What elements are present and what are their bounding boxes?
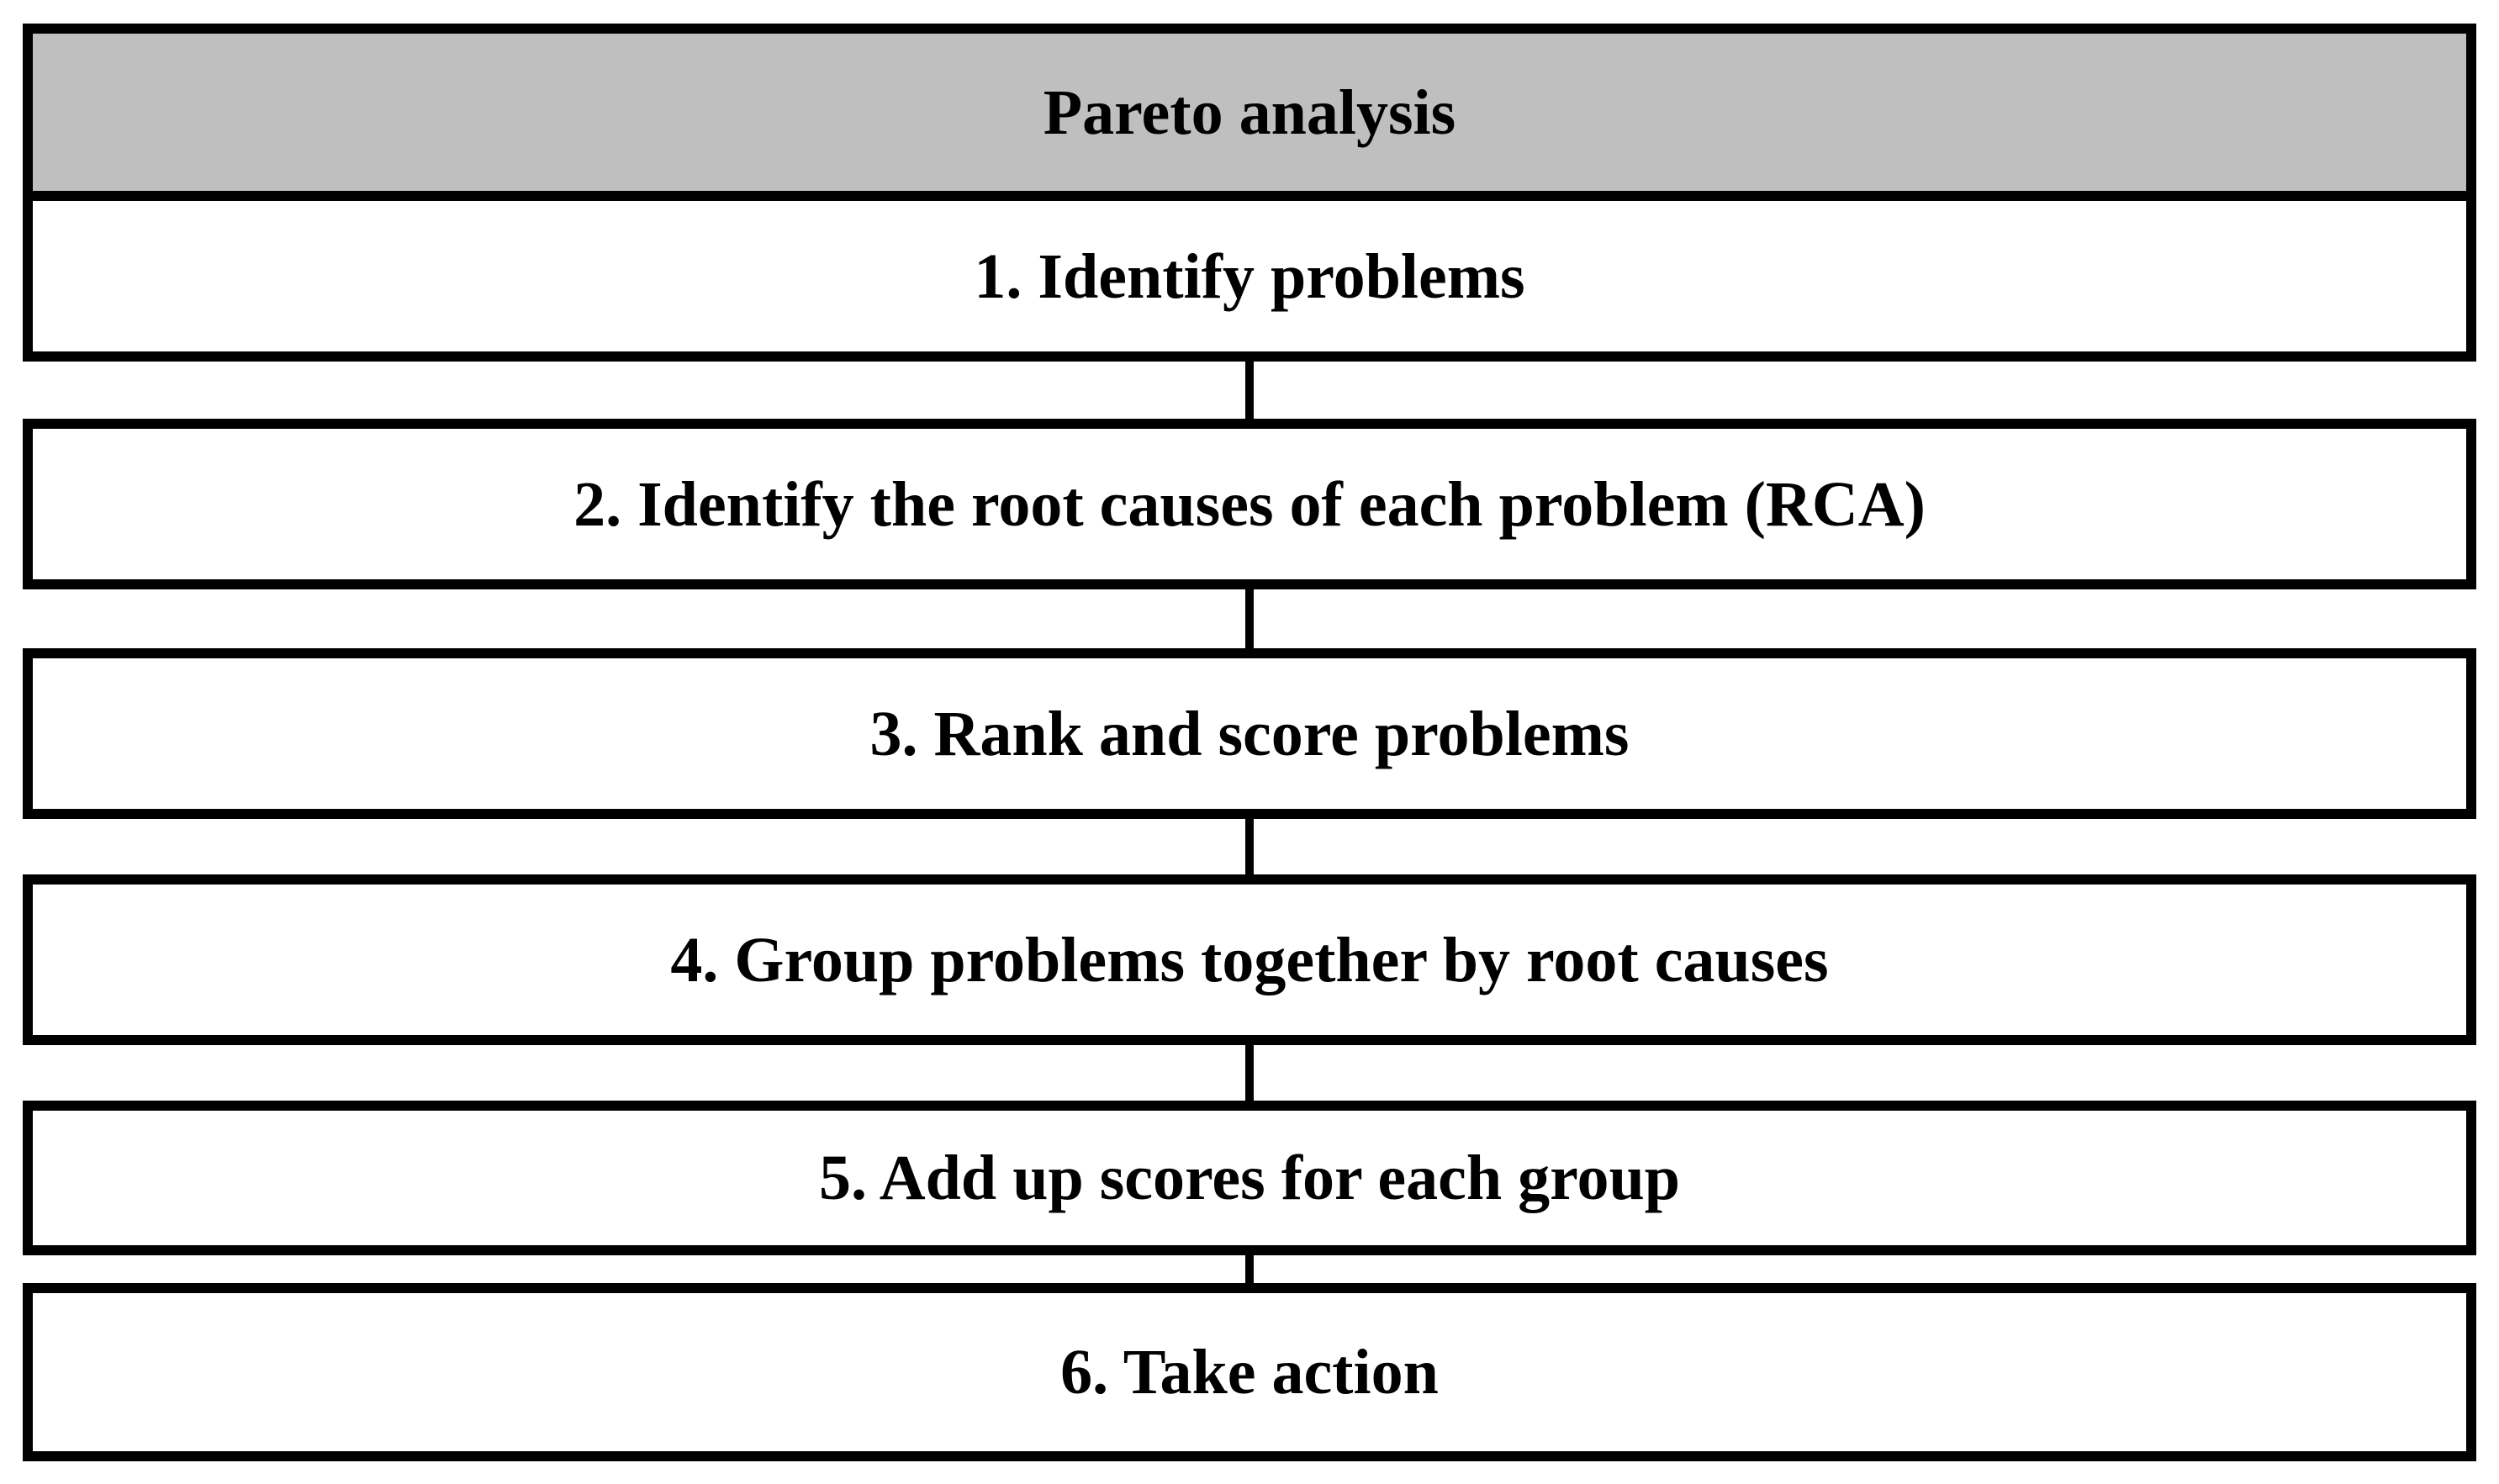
step-box-6: 6. Take action (23, 1283, 2476, 1461)
step-box-1: 1. Identify problems (33, 201, 2466, 351)
connector-line-2 (1245, 589, 1254, 648)
connector-line-5 (1245, 1255, 1254, 1283)
connector-line-3 (1245, 819, 1254, 874)
connector-4 (23, 1045, 2476, 1101)
step-3-label: 3. Rank and score problems (869, 698, 1630, 769)
connector-2 (23, 589, 2476, 648)
step-box-5: 5. Add up scores for each group (23, 1101, 2476, 1255)
step-5-label: 5. Add up scores for each group (818, 1143, 1681, 1213)
connector-1 (23, 362, 2476, 419)
connector-5 (23, 1255, 2476, 1283)
step-box-2: 2. Identify the root causes of each prob… (23, 419, 2476, 589)
flowchart-title: Pareto analysis (1043, 77, 1456, 148)
connector-3 (23, 819, 2476, 874)
flowchart-title-box: Pareto analysis (33, 34, 2466, 201)
step-1-label: 1. Identify problems (974, 240, 1525, 312)
step-4-label: 4. Group problems together by root cause… (670, 924, 1829, 995)
step-2-label: 2. Identify the root causes of each prob… (573, 468, 1926, 540)
connector-line-1 (1245, 362, 1254, 419)
step-6-label: 6. Take action (1060, 1337, 1439, 1407)
step-box-3: 3. Rank and score problems (23, 648, 2476, 819)
header-and-step1-unit: Pareto analysis 1. Identify problems (23, 24, 2476, 362)
connector-line-4 (1245, 1045, 1254, 1101)
step-box-4: 4. Group problems together by root cause… (23, 874, 2476, 1045)
pareto-analysis-flowchart: Pareto analysis 1. Identify problems 2. … (23, 24, 2476, 1461)
